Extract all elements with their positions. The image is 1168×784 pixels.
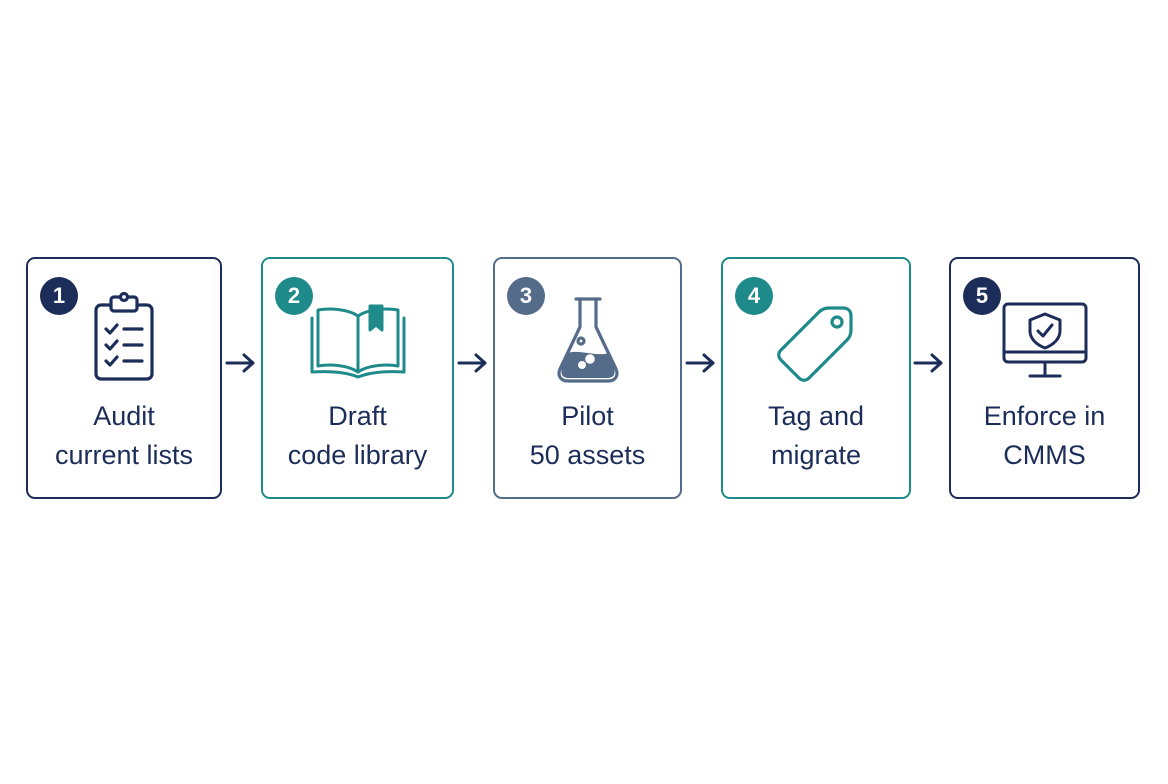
open-book-icon (263, 289, 452, 389)
step-label: Enforce in CMMS (957, 397, 1132, 475)
step-label-line2: 50 assets (529, 440, 646, 470)
step-number-badge: 3 (507, 277, 545, 315)
arrow-right-icon (913, 353, 943, 373)
clipboard-checklist-icon (28, 289, 220, 389)
step-card-audit: 1 Audit current lists (26, 257, 222, 499)
step-label-line1: Enforce in (983, 401, 1106, 431)
flask-icon (495, 289, 680, 389)
arrow-right-icon (457, 353, 487, 373)
step-label-line2: code library (287, 440, 428, 470)
step-label-line2: current lists (54, 440, 194, 470)
step-label: Audit current lists (34, 397, 214, 475)
step-number-badge: 2 (275, 277, 313, 315)
step-card-pilot: 3 Pilot 50 assets (493, 257, 682, 499)
step-label-line1: Audit (93, 401, 155, 431)
tag-icon (723, 289, 909, 389)
step-label-line1: Tag and (767, 401, 865, 431)
arrow-right-icon (685, 353, 715, 373)
step-number-badge: 4 (735, 277, 773, 315)
step-label: Draft code library (269, 397, 446, 475)
step-label-line1: Pilot (561, 401, 614, 431)
step-label-line1: Draft (328, 401, 387, 431)
step-label-line2: migrate (770, 440, 862, 470)
step-card-tag-migrate: 4 Tag and migrate (721, 257, 911, 499)
monitor-shield-icon (951, 289, 1138, 389)
step-card-enforce: 5 Enforce in CMMS (949, 257, 1140, 499)
step-label-line2: CMMS (1003, 440, 1086, 470)
arrow-right-icon (225, 353, 255, 373)
step-number-badge: 5 (963, 277, 1001, 315)
step-label: Pilot 50 assets (501, 397, 674, 475)
step-card-draft: 2 Draft code library (261, 257, 454, 499)
step-number-badge: 1 (40, 277, 78, 315)
step-label: Tag and migrate (729, 397, 903, 475)
